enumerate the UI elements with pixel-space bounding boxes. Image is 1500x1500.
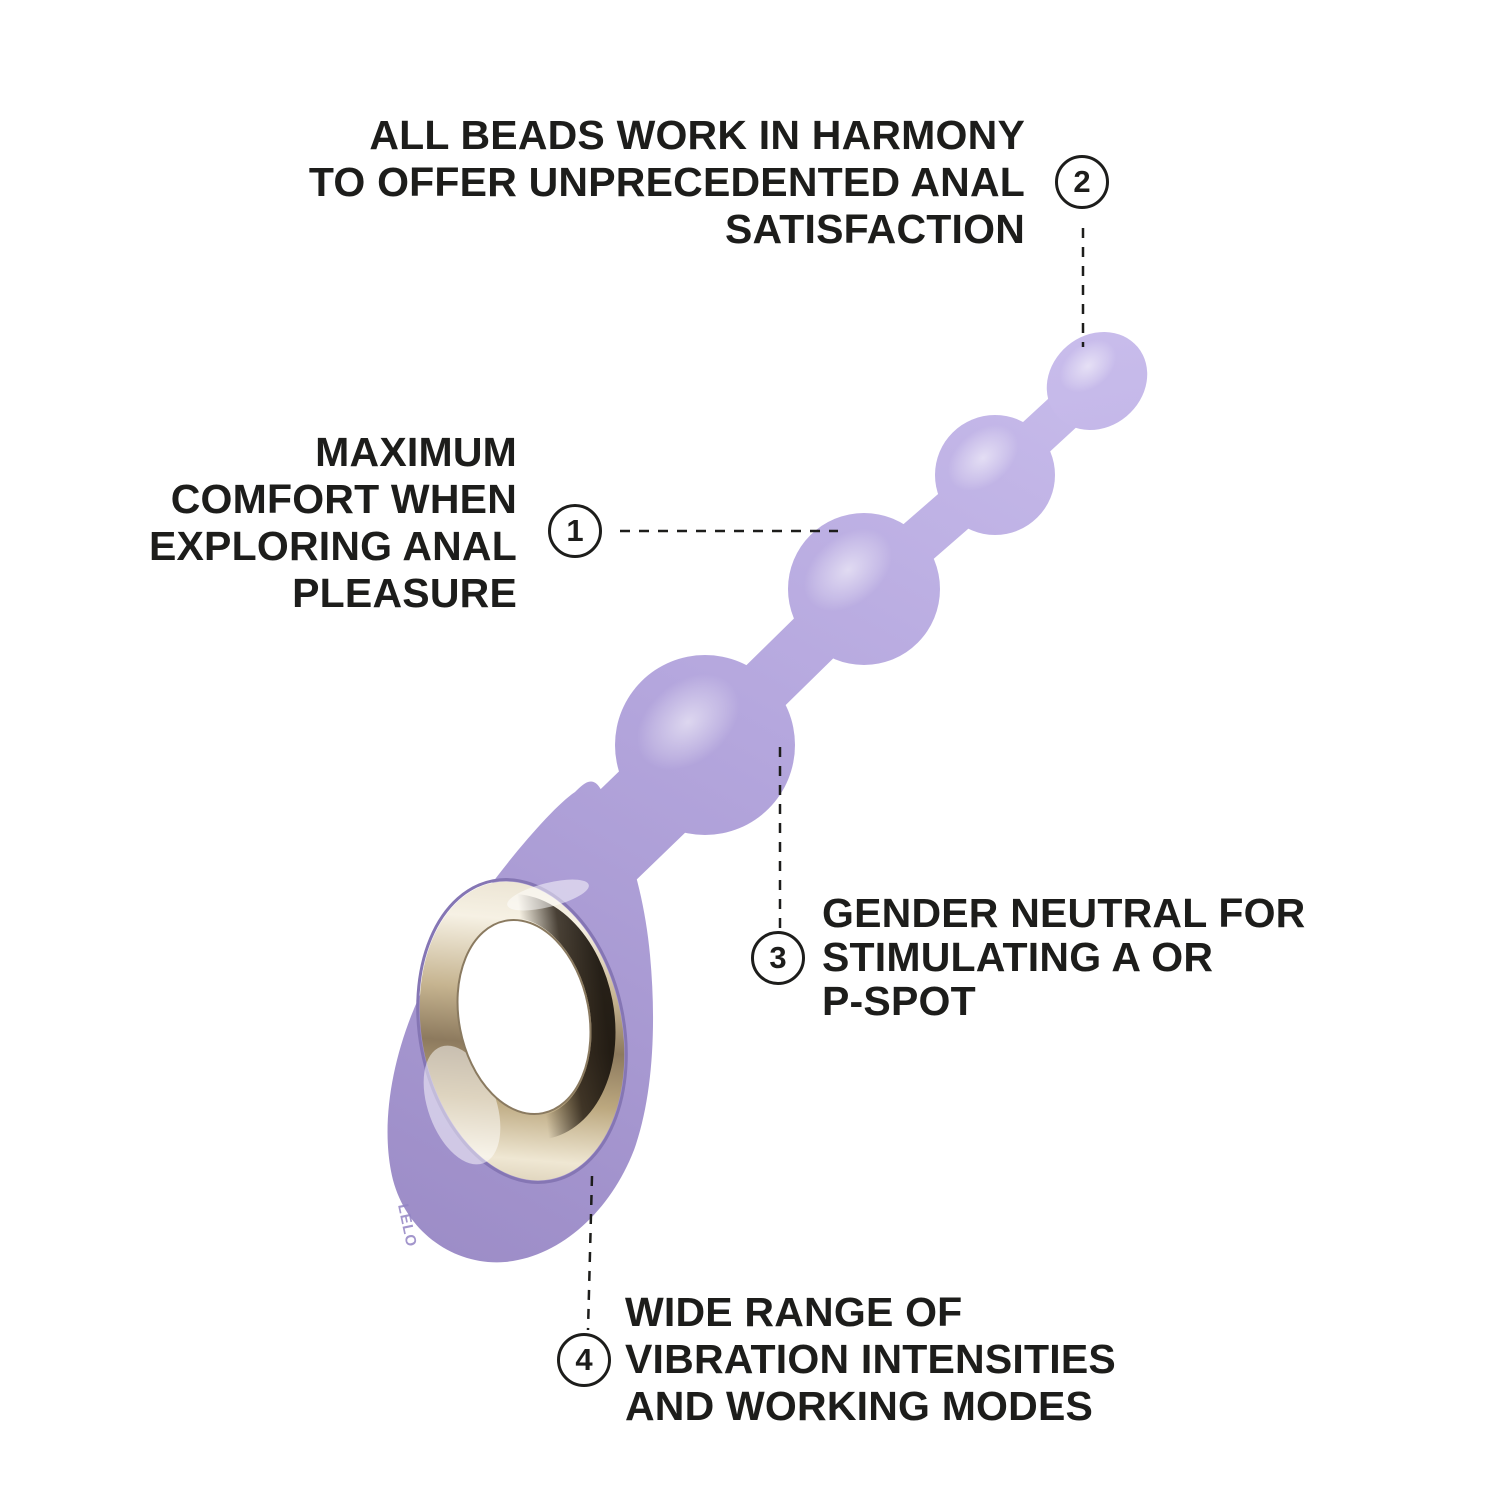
leader-lines <box>586 228 1085 1331</box>
callout-text-4: WIDE RANGE OF VIBRATION INTENSITIES AND … <box>625 1289 1116 1430</box>
callout-4-line-3: AND WORKING MODES <box>625 1383 1094 1429</box>
callout-1-line-4: PLEASURE <box>292 570 517 616</box>
callout-4-line-1: WIDE RANGE OF <box>625 1289 963 1335</box>
callout-2-line-2: TO OFFER UNPRECEDENTED ANAL <box>308 159 1025 205</box>
callout-number-4: 4 <box>557 1333 611 1387</box>
callout-number-2: 2 <box>1055 155 1109 209</box>
callout-1-line-3: EXPLORING ANAL <box>148 523 517 569</box>
gold-ring <box>416 878 628 1184</box>
callout-number-1: 1 <box>548 504 602 558</box>
callout-text-1: MAXIMUM COMFORT WHEN EXPLORING ANAL PLEA… <box>149 429 517 617</box>
callout-4-line-2: VIBRATION INTENSITIES <box>625 1336 1116 1382</box>
callout-2-line-1: ALL BEADS WORK IN HARMONY <box>369 112 1025 158</box>
handle-hole <box>456 919 592 1115</box>
callout-1-line-1: MAXIMUM <box>315 429 517 475</box>
callout-4-number-label: 4 <box>575 1342 593 1377</box>
callout-3-line-1: GENDER NEUTRAL FOR <box>822 890 1306 936</box>
callout-2-line-3: SATISFACTION <box>724 206 1025 252</box>
callout-1-line-2: COMFORT WHEN <box>170 476 517 522</box>
callout-3-line-3: P-SPOT <box>822 978 976 1024</box>
callout-text-3: GENDER NEUTRAL FOR STIMULATING A OR P-SP… <box>822 891 1305 1023</box>
callout-3-number-label: 3 <box>769 940 787 975</box>
leader-line-4 <box>586 1175 594 1331</box>
callout-3-line-2: STIMULATING A OR <box>822 934 1214 980</box>
callout-2-number-label: 2 <box>1073 164 1091 199</box>
callout-number-3: 3 <box>751 931 805 985</box>
callout-1-number-label: 1 <box>566 513 584 548</box>
callout-text-2: ALL BEADS WORK IN HARMONY TO OFFER UNPRE… <box>309 112 1025 253</box>
